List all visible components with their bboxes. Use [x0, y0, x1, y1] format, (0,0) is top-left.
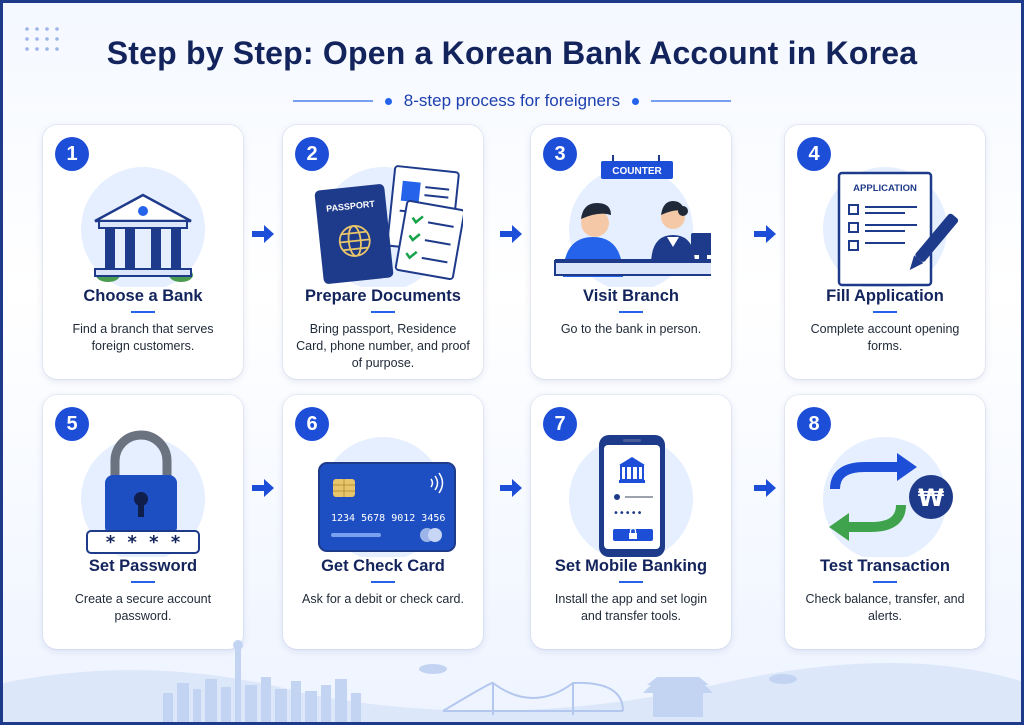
page-subtitle: 8-step process for foreigners	[403, 91, 621, 110]
arrow-right-icon	[500, 225, 522, 243]
step-title: Visit Branch	[583, 287, 679, 305]
step-card-7: 7 ••••• Set Mobile Banking Install the a…	[531, 395, 731, 649]
step-card-3: 3 COUNTER Visit Branch Go to the bank in…	[531, 125, 731, 379]
won-currency-symbol: ₩	[918, 484, 945, 512]
bank-building-icon	[81, 167, 205, 287]
step-title: Choose a Bank	[83, 287, 203, 305]
step-description: Find a branch that serves foreign custom…	[72, 322, 214, 353]
step-card-5: 5 * * * * Set Password Create a secure a…	[43, 395, 243, 649]
title-underline	[873, 311, 897, 313]
card-number: 1234 5678 9012 3456	[331, 513, 445, 524]
step-number-badge: 6	[295, 407, 329, 441]
subtitle-divider-left	[292, 100, 373, 102]
subtitle-dot-left	[384, 97, 392, 105]
counter-sign-label: COUNTER	[612, 166, 662, 177]
arrow-right-icon	[252, 225, 274, 243]
step-card-4: 4 APPLICATION Fill Application Complete …	[785, 125, 985, 379]
password-mask: * * * *	[105, 532, 181, 553]
subtitle-row: 8-step process for foreigners	[3, 89, 1021, 113]
step-description: Install the app and set login and transf…	[554, 592, 708, 623]
step-title: Test Transaction	[820, 557, 950, 575]
decorative-dots-icon	[25, 27, 59, 51]
seoul-skyline-icon	[3, 640, 1021, 722]
title-underline	[371, 581, 395, 583]
step-title: Set Password	[88, 557, 198, 575]
bank-counter-icon: COUNTER	[554, 155, 711, 287]
step-description: Complete account opening forms.	[810, 322, 960, 353]
step-number-badge: 5	[55, 407, 89, 441]
step-title: Set Mobile Banking	[554, 557, 708, 575]
step-card-2: 2 PASSPORT Prepare Documents Bring passp…	[283, 125, 483, 379]
step-card-6: 6 1234 5678 9012 3456 Get Check Card Ask…	[283, 395, 483, 649]
step-title: Get Check Card	[321, 557, 445, 575]
title-underline	[619, 311, 643, 313]
arrow-right-icon	[252, 479, 274, 497]
title-underline	[131, 311, 155, 313]
step-number-badge: 8	[797, 407, 831, 441]
step-title: Fill Application	[826, 287, 944, 305]
application-form-label: APPLICATION	[853, 183, 917, 194]
step-number-badge: 4	[797, 137, 831, 171]
step-number-badge: 3	[543, 137, 577, 171]
passport-documents-icon: PASSPORT	[314, 165, 463, 287]
title-underline	[619, 581, 643, 583]
step-card-8: 8 ₩ Test Transaction Check balance, tran…	[785, 395, 985, 649]
step-number-badge: 1	[55, 137, 89, 171]
check-card-icon: 1234 5678 9012 3456	[318, 437, 456, 557]
subtitle-divider-right	[651, 100, 732, 102]
subtitle-dot-right	[632, 97, 640, 105]
step-card-1: 1 Choose a Bank Find a branch that serve…	[43, 125, 243, 379]
title-underline	[131, 581, 155, 583]
mobile-banking-icon: •••••	[569, 435, 693, 557]
step-description: Go to the bank in person.	[560, 322, 702, 336]
step-description: Bring passport, Residence Card, phone nu…	[296, 322, 470, 370]
pin-mask: •••••	[613, 508, 643, 519]
step-description: Ask for a debit or check card.	[302, 592, 464, 606]
step-number-badge: 7	[543, 407, 577, 441]
arrow-right-icon	[754, 225, 776, 243]
step-description: Check balance, transfer, and alerts.	[805, 592, 965, 623]
page-title: Step by Step: Open a Korean Bank Account…	[106, 35, 918, 71]
padlock-icon: * * * *	[81, 430, 205, 557]
step-title: Prepare Documents	[305, 287, 461, 305]
title-underline	[873, 581, 897, 583]
arrow-right-icon	[754, 479, 776, 497]
application-form-icon: APPLICATION	[823, 167, 959, 287]
step-description: Create a secure account password.	[74, 592, 212, 623]
step-number-badge: 2	[295, 137, 329, 171]
transaction-arrows-icon: ₩	[823, 437, 953, 557]
title-underline	[371, 311, 395, 313]
arrow-right-icon	[500, 479, 522, 497]
